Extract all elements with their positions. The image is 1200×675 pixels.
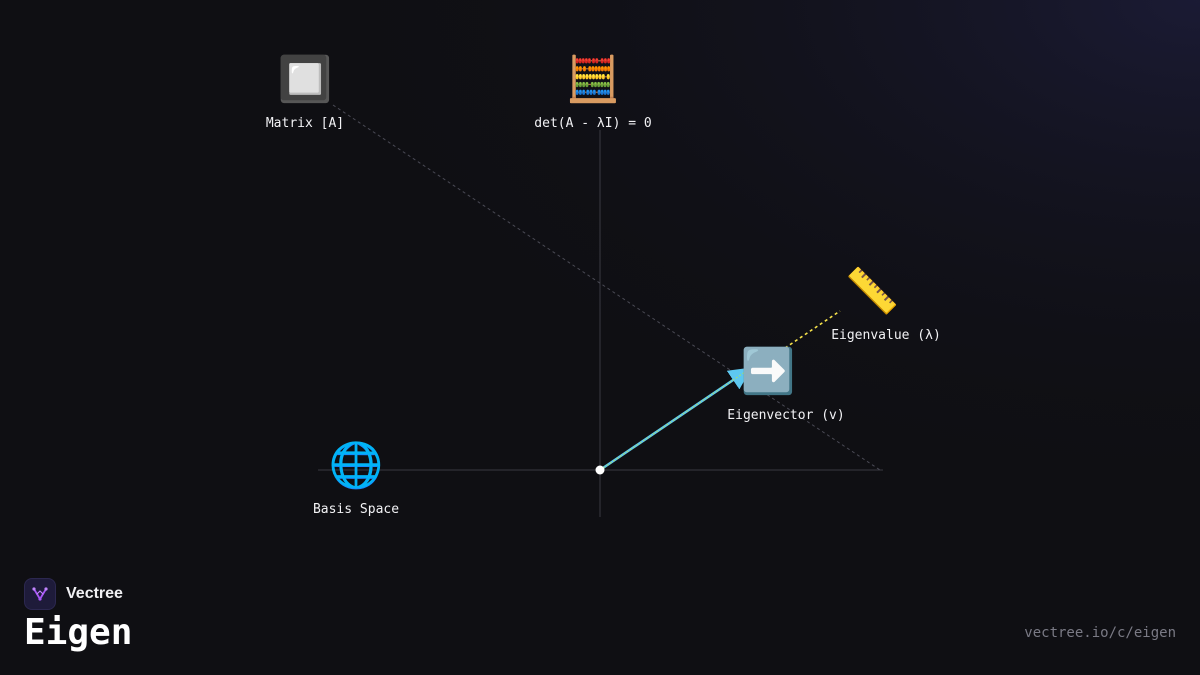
node-det[interactable]: 🧮 det(A - λI) = 0 [493, 54, 693, 131]
eigenvector-arrow-dash [599, 371, 746, 471]
right-arrow-icon: ➡️ [740, 346, 796, 397]
scaled-vector-dash [784, 310, 841, 349]
node-label: Matrix [A] [265, 116, 345, 131]
page-title: Eigen [24, 612, 133, 653]
node-label: Basis Space [312, 502, 400, 517]
brand[interactable]: Vectree [24, 577, 123, 611]
matrix-square-icon: 🔲 [277, 54, 333, 105]
origin-point [595, 465, 605, 475]
node-basis[interactable]: 🌐 Basis Space [256, 440, 456, 517]
node-eigenvector[interactable]: ➡️ Eigenvector (v) [686, 346, 886, 423]
node-label: Eigenvalue (λ) [831, 328, 941, 343]
node-label: Eigenvector (v) [727, 408, 845, 423]
node-matrix[interactable]: 🔲 Matrix [A] [205, 54, 405, 131]
ruler-icon: 📏 [844, 266, 900, 317]
page-url[interactable]: vectree.io/c/eigen [1024, 625, 1176, 641]
node-label: det(A - λI) = 0 [534, 116, 652, 131]
brand-name: Vectree [66, 585, 123, 602]
abacus-icon: 🧮 [565, 54, 621, 105]
globe-icon: 🌐 [328, 440, 384, 491]
transform-guide-line [332, 104, 881, 471]
node-eigenvalue[interactable]: 📏 Eigenvalue (λ) [786, 266, 986, 343]
vectree-logo-icon [24, 578, 56, 610]
